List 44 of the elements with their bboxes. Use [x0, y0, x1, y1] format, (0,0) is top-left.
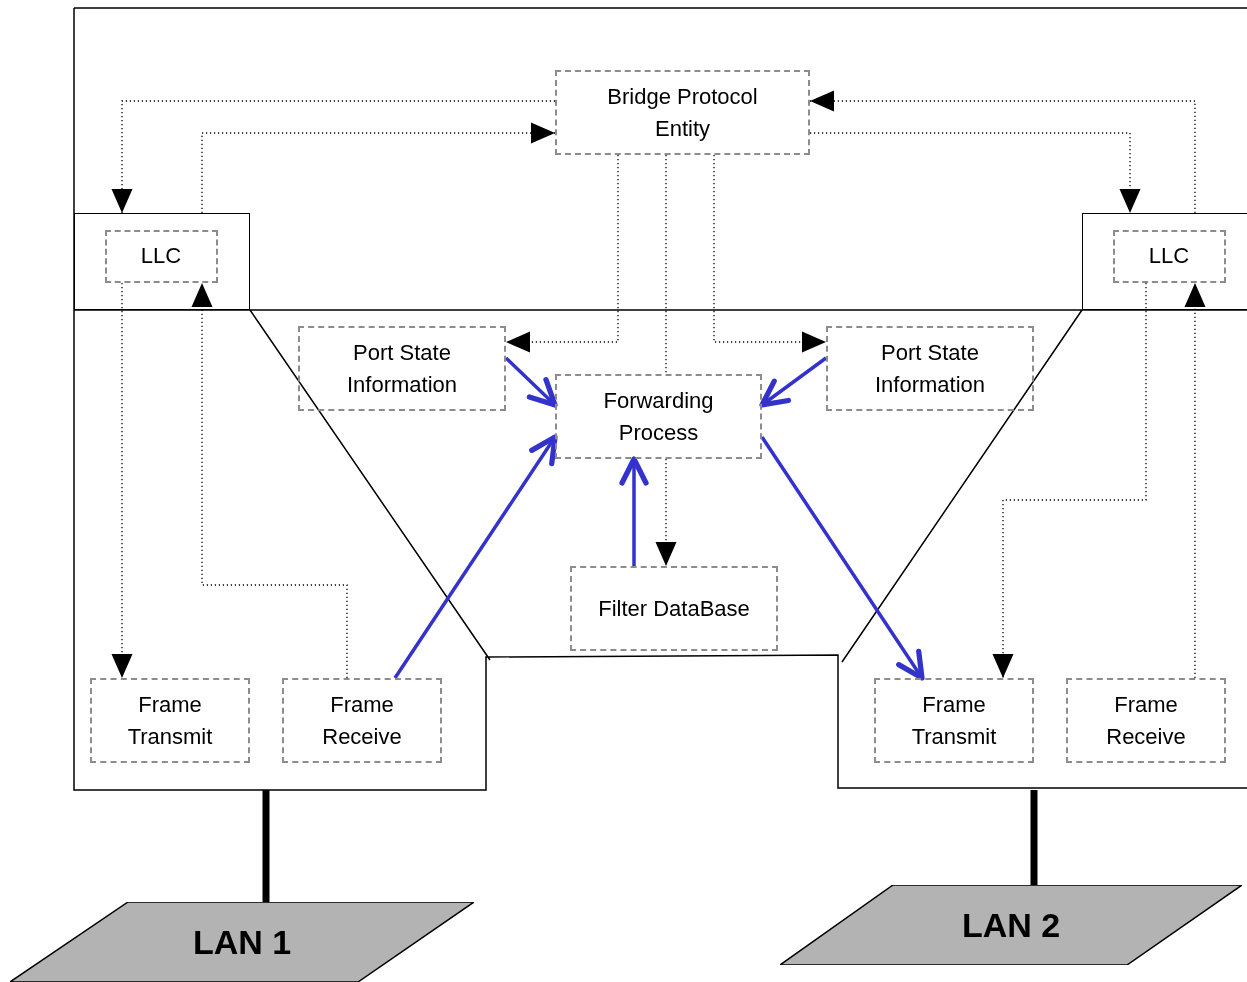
process-box [1112, 229, 1226, 283]
box-label: Frame Transmit [910, 690, 998, 751]
arrow [201, 122, 556, 214]
box-label: Frame Receive [1105, 690, 1187, 751]
port-box [74, 213, 250, 310]
arrow [191, 282, 348, 679]
process-box [90, 678, 250, 763]
arrow [111, 282, 133, 679]
lan-label: LAN 1 [191, 926, 293, 958]
lan-segment [10, 902, 474, 982]
process-box [826, 326, 1034, 411]
box-label: Filter DataBase [597, 594, 751, 623]
arrow [655, 458, 677, 567]
process-box [570, 566, 778, 651]
arrow [809, 90, 1196, 214]
box-label: Port State Information [873, 338, 987, 399]
box-label: Frame Transmit [126, 690, 214, 751]
box-label: Bridge Protocol Entity [606, 82, 759, 143]
lan-segment [780, 885, 1242, 965]
arrow [809, 132, 1141, 214]
process-box [555, 374, 762, 459]
arrow [393, 434, 558, 679]
arrow [111, 100, 556, 214]
box-label: LLC [139, 242, 183, 270]
process-box [282, 678, 442, 763]
process-box [874, 678, 1034, 763]
box-label: Port State Information [345, 338, 459, 399]
arrow [713, 154, 827, 353]
arrow [505, 154, 619, 353]
arrow [760, 436, 925, 681]
process-box [555, 70, 810, 155]
arrow [1184, 282, 1206, 679]
process-box [104, 229, 218, 283]
arrow [504, 356, 558, 408]
arrow [619, 456, 649, 566]
arrow [992, 282, 1147, 679]
box-label: Forwarding Process [602, 386, 715, 447]
process-box [1066, 678, 1226, 763]
process-box [298, 326, 506, 411]
box-label: LLC [1147, 242, 1191, 270]
arrow [759, 356, 828, 408]
lan-label: LAN 2 [960, 909, 1062, 941]
box-label: Frame Receive [321, 690, 403, 751]
port-box [1082, 213, 1247, 310]
